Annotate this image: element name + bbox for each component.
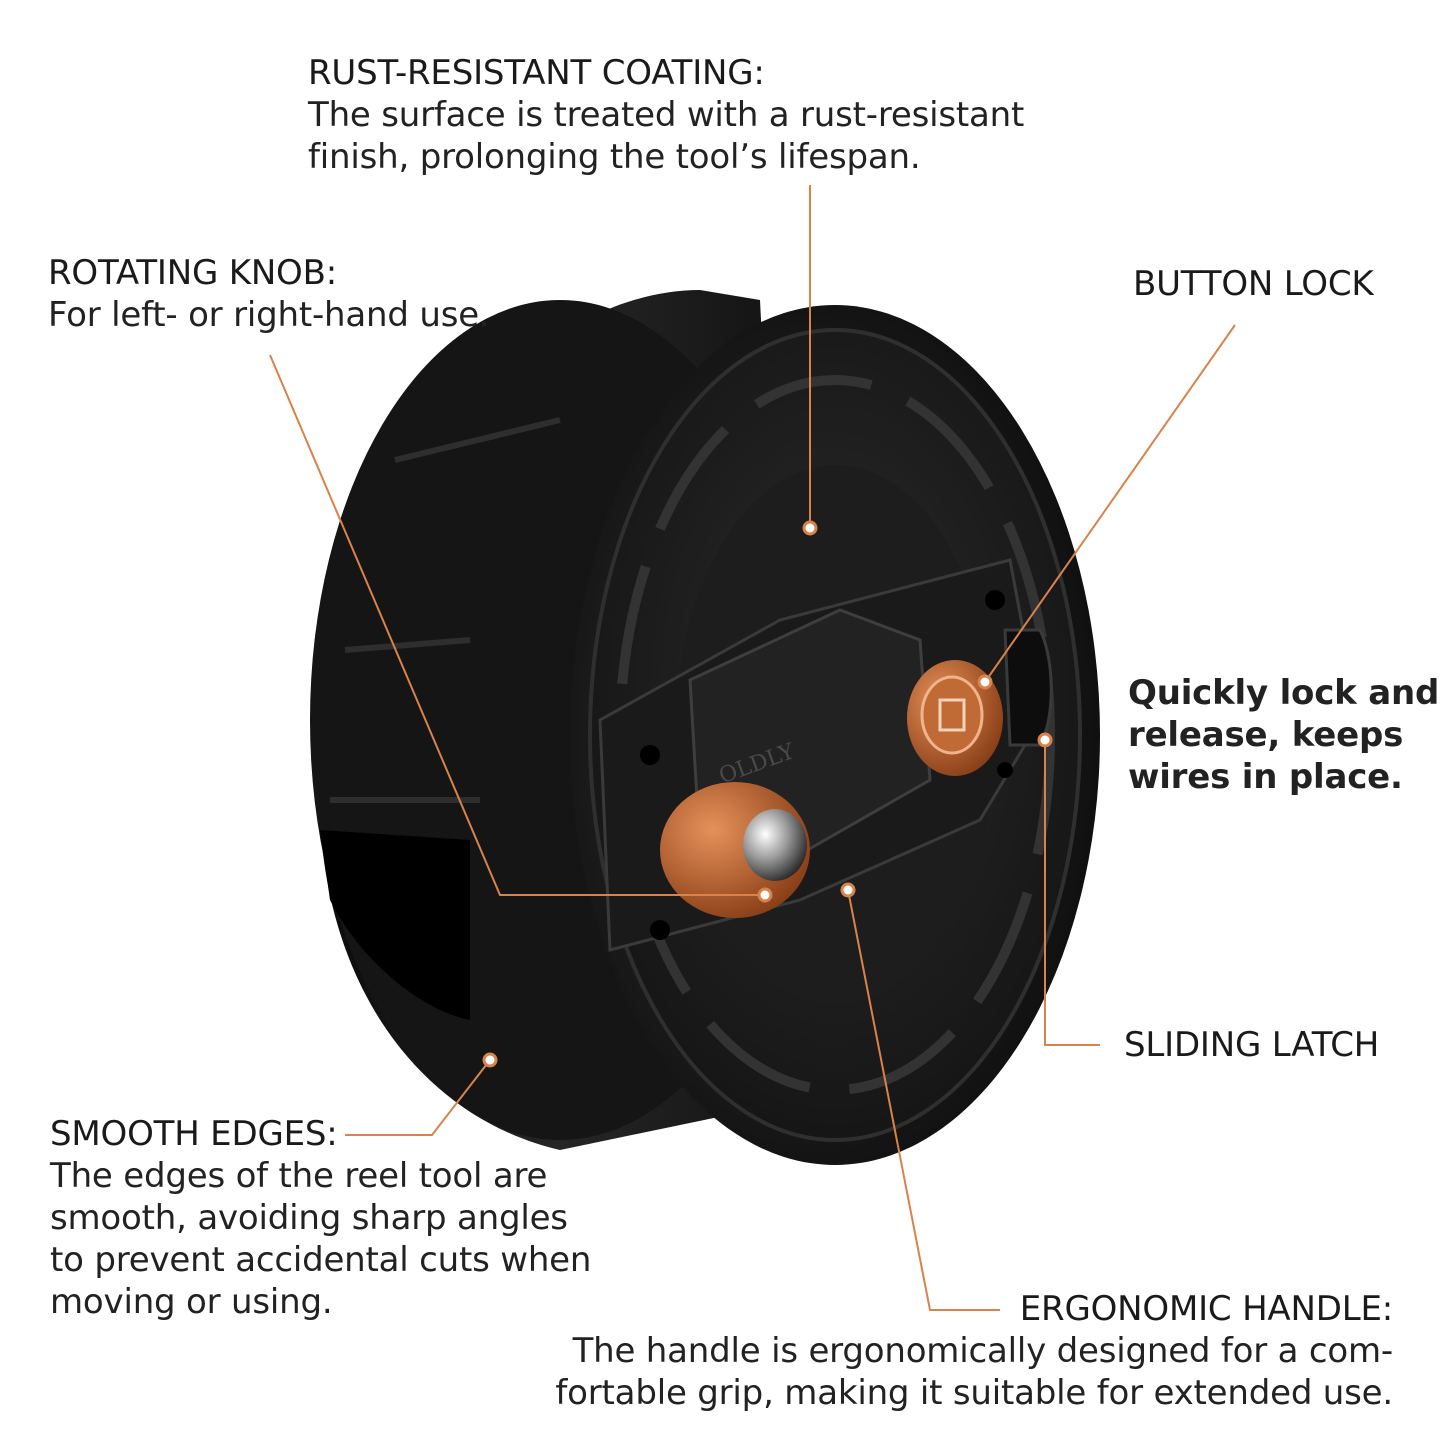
callout-button-lock: BUTTON LOCK: [1133, 263, 1374, 305]
edges-desc-line4: moving or using.: [50, 1282, 333, 1322]
quick-desc-line1: Quickly lock and: [1128, 673, 1440, 713]
callout-lines: [269, 185, 1236, 1311]
callout-rust-resistant-coating: RUST-RESISTANT COATING: The surface is t…: [308, 52, 1024, 178]
callout-smooth-edges: SMOOTH EDGES: The edges of the reel tool…: [50, 1113, 591, 1323]
edges-leader: [345, 1059, 491, 1136]
reel-opening: [320, 830, 470, 1020]
button-lock-leader: [984, 324, 1236, 683]
quick-desc-line2: release, keeps: [1128, 715, 1404, 755]
edges-title: SMOOTH EDGES:: [50, 1114, 338, 1154]
callout-rotating-knob: ROTATING KNOB: For left- or right-hand u…: [48, 252, 490, 336]
edges-desc-line1: The edges of the reel tool are: [50, 1156, 548, 1196]
edges-desc-line3: to prevent accidental cuts when: [50, 1240, 592, 1280]
handle-desc-line2: fortable grip, making it suitable for ex…: [555, 1373, 1393, 1413]
edges-desc-line2: smooth, avoiding sharp angles: [50, 1198, 568, 1238]
knob-leader: [269, 354, 765, 896]
knob-title: ROTATING KNOB:: [48, 253, 337, 293]
knob-desc-line1: For left- or right-hand use.: [48, 295, 490, 335]
latch-title: SLIDING LATCH: [1124, 1025, 1380, 1065]
rust-title: RUST-RESISTANT COATING:: [308, 53, 765, 93]
rotating-knob: [660, 782, 810, 918]
latch-leader: [1044, 740, 1100, 1046]
rust-desc-line1: The surface is treated with a rust-resis…: [308, 95, 1025, 135]
callout-ergonomic-handle: ERGONOMIC HANDLE: The handle is ergonomi…: [555, 1288, 1393, 1414]
handle-title: ERGONOMIC HANDLE:: [1019, 1289, 1393, 1329]
sliding-latch: [1003, 628, 1053, 747]
button-lock-title: BUTTON LOCK: [1133, 264, 1374, 304]
handle-leader: [847, 889, 1000, 1311]
button-lock: [907, 660, 1003, 776]
quick-desc-line3: wires in place.: [1128, 757, 1403, 797]
callout-quick-lock: Quickly lock and release, keeps wires in…: [1128, 672, 1439, 798]
handle-desc-line1: The handle is ergonomically designed for…: [572, 1331, 1394, 1371]
callout-sliding-latch: SLIDING LATCH: [1124, 1024, 1379, 1066]
callout-dots: [482, 520, 1053, 1068]
rust-desc-line2: finish, prolonging the tool’s lifespan.: [308, 137, 921, 177]
